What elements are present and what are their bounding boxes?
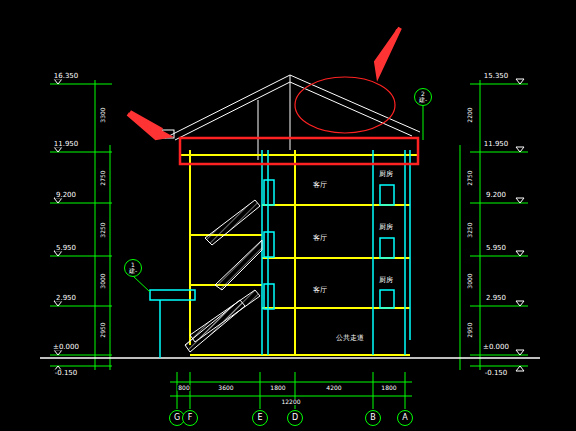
elevation-label: 5.950	[55, 245, 77, 252]
axis-bubble: A	[397, 410, 413, 426]
dimension-text: 12200	[280, 399, 301, 405]
axis-bubble: D	[287, 410, 303, 426]
room-label: 厨房	[378, 224, 394, 231]
elevation-label: 15.350	[483, 73, 510, 80]
bubble-text: 建-	[129, 268, 137, 274]
elevation-label: 11.950	[483, 141, 510, 148]
elevation-label: 9.200	[55, 192, 77, 199]
dimension-text: 3250	[100, 221, 106, 238]
bubble-text: D	[292, 414, 298, 422]
dimension-text: 3000	[467, 272, 473, 289]
dimension-text: 3300	[100, 106, 106, 123]
dimension-text: 2950	[467, 321, 473, 338]
dimension-text: 2950	[100, 321, 106, 338]
dimension-text: 3600	[217, 385, 234, 391]
room-label: 客厅	[312, 182, 328, 189]
section-index-circle: 2建-	[414, 88, 432, 106]
elevation-label: 2.950	[485, 295, 507, 302]
bubble-text: F	[188, 414, 193, 422]
room-label: 客厅	[312, 235, 328, 242]
bubble-text: 建-	[419, 97, 427, 103]
elevation-label: 9.200	[485, 192, 507, 199]
room-label: 厨房	[378, 171, 394, 178]
elevation-label: 16.350	[53, 73, 80, 80]
dimension-text: 2750	[100, 169, 106, 186]
dimension-text: 800	[177, 385, 190, 391]
axis-bubble: F	[182, 410, 198, 426]
dimension-text: 2750	[467, 169, 473, 186]
room-label: 厨房	[378, 277, 394, 284]
elevation-label: ±0.000	[52, 344, 80, 351]
bubble-text: A	[402, 414, 407, 422]
room-label: 客厅	[312, 287, 328, 294]
bubble-text: E	[257, 414, 262, 422]
elevation-label: 2.950	[55, 295, 77, 302]
dimension-text: 1800	[269, 385, 286, 391]
axis-bubble: B	[365, 410, 381, 426]
elevation-label: 11.950	[53, 141, 80, 148]
dimension-text: 2200	[467, 106, 473, 123]
dimension-text: 3000	[100, 272, 106, 289]
elevation-label: -0.150	[484, 370, 509, 377]
bubble-text: G	[174, 414, 180, 422]
dimension-text: 4200	[325, 385, 342, 391]
dimension-text: 1800	[380, 385, 397, 391]
bubble-text: B	[370, 414, 376, 422]
dimension-text: 3250	[467, 221, 473, 238]
section-index-circle: 1建-	[124, 259, 142, 277]
axis-bubble: E	[252, 410, 268, 426]
elevation-label: ±0.000	[482, 344, 510, 351]
elevation-label: -0.150	[54, 370, 79, 377]
elevation-label: 5.950	[485, 245, 507, 252]
room-label: 公共走道	[335, 335, 365, 342]
